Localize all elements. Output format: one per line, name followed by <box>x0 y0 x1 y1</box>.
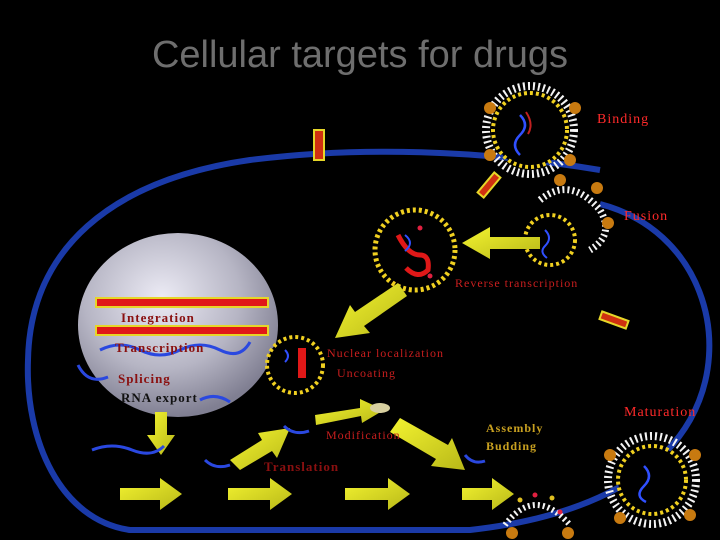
label-reverse-transcription: Reverse transcription <box>455 276 579 290</box>
cytoplasm-rna-1 <box>91 444 166 455</box>
label-budding: Budding <box>486 439 538 453</box>
flow-arrows <box>120 227 540 510</box>
virion-maturation <box>604 432 701 528</box>
virion-core-uncoating <box>372 207 458 293</box>
arrow-modification-to-assembly <box>390 418 465 470</box>
receptor-binding <box>476 171 502 199</box>
label-rna-export: RNA export <box>121 390 198 405</box>
label-assembly: Assembly <box>486 421 544 435</box>
label-translation: Translation <box>264 459 340 474</box>
ribosome-protein <box>370 403 390 413</box>
receptor-right <box>598 310 630 330</box>
arrow-translation-up <box>230 428 290 470</box>
cytoplasm-rna-2 <box>203 458 231 469</box>
virion-core-nuclear-localization <box>265 335 325 395</box>
arrow-to-uncoating <box>462 227 540 259</box>
spliced-rna-strand <box>76 364 109 381</box>
virion-budding <box>502 492 574 539</box>
integration-dna-bars <box>95 297 269 336</box>
label-binding: Binding <box>597 112 650 127</box>
arrow-to-ribosome <box>315 399 384 425</box>
label-fusion: Fusion <box>624 209 669 224</box>
slide-title: Cellular targets for drugs <box>151 34 569 76</box>
arrow-bottom-3 <box>345 478 410 510</box>
receptor-top <box>313 129 325 161</box>
arrow-rna-export <box>147 412 175 455</box>
label-integration: Integration <box>121 310 195 325</box>
label-transcription: Transcription <box>115 340 205 355</box>
arrow-to-nucleus-entry <box>335 283 407 338</box>
virion-fusion <box>537 174 614 254</box>
cytoplasm-rna-3 <box>282 424 310 435</box>
cell-membrane <box>24 148 713 533</box>
assembly-rna <box>463 454 486 464</box>
label-maturation: Maturation <box>624 405 697 420</box>
arrow-bottom-2 <box>228 478 292 510</box>
label-nuclear-localization: Nuclear localization <box>327 346 444 360</box>
virion-binding <box>482 82 581 178</box>
label-splicing: Splicing <box>118 371 171 386</box>
mrna-strand-nucleus <box>99 341 252 357</box>
arrow-to-budding <box>462 478 514 510</box>
label-modification: Modification <box>326 428 401 442</box>
label-uncoating: Uncoating <box>337 366 396 380</box>
arrow-bottom-1 <box>120 478 182 510</box>
export-rna-strand <box>199 395 231 404</box>
